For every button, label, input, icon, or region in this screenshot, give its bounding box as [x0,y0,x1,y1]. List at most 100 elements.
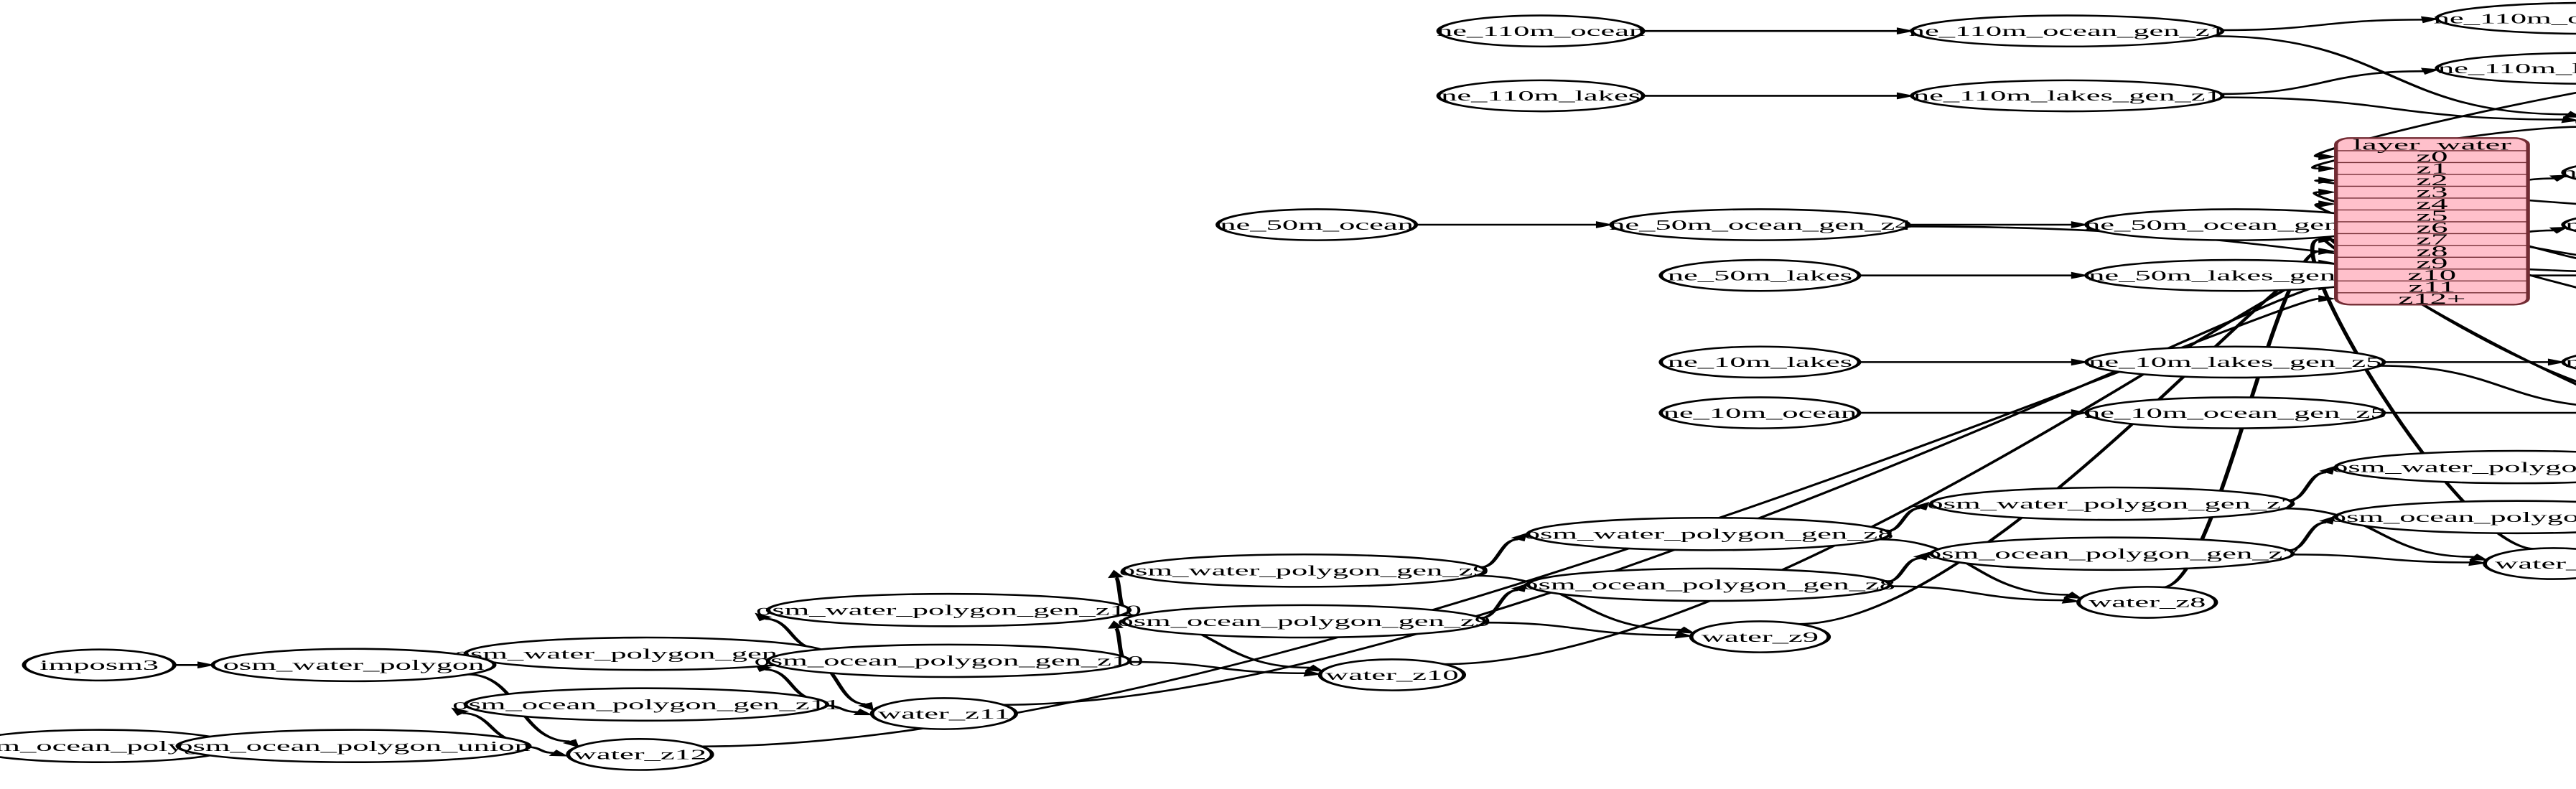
edge-arrowhead [2071,271,2089,279]
table-row-z2[interactable]: z2 [2416,172,2447,189]
node-shape[interactable] [765,643,1132,678]
node-osm_water_polygon_gen_z7[interactable]: osm_water_polygon_gen_z7 [1927,486,2297,521]
node-osm_water_polygon_gen_z6[interactable]: osm_water_polygon_gen_z6 [2332,449,2576,485]
node-ne_110m_ocean[interactable]: ne_110m_ocean [1436,14,1646,48]
node-ne_50m_lakes[interactable]: ne_50m_lakes [1658,258,1862,292]
node-shape[interactable] [2483,547,2576,580]
edge-arrowhead [2063,592,2083,599]
node-shape[interactable] [2076,586,2218,619]
edge-arrowhead [2318,295,2337,302]
node-ne_10m_lakes_gen_z4[interactable]: ne_10m_lakes_gen_z4 [2561,347,2576,378]
table-row-z8[interactable]: z8 [2416,243,2447,260]
node-shape[interactable] [175,729,532,763]
node-shape[interactable] [463,687,830,722]
node-osm_water_polygon_gen_z9[interactable]: osm_water_polygon_gen_z9 [1119,553,1489,588]
node-water_z12[interactable]: water_z12 [566,738,714,771]
node-shape[interactable] [1121,604,1488,639]
table-row-z9[interactable]: z9 [2416,255,2447,271]
node-ne_10m_ocean[interactable]: ne_10m_ocean [1658,396,1862,429]
node-ne_10m_lakes_gen_z5[interactable]: ne_10m_lakes_gen_z5 [2084,345,2386,379]
node-shape[interactable] [765,592,1132,627]
edge-arrowhead [2469,554,2489,561]
node-osm_water_polygon_gen_z11[interactable]: osm_water_polygon_gen_z11 [454,636,839,671]
node-shape[interactable] [1910,14,2225,48]
node-ne_50m_lakes_gen_z2[interactable]: ne_50m_lakes_gen_z2 [2561,209,2576,240]
node-shape[interactable] [1658,396,1862,429]
node-shape[interactable] [869,697,1019,730]
table-row-z12+[interactable]: z12+ [2398,291,2465,307]
edge-arrowhead [1896,92,1915,100]
node-shape[interactable] [1910,79,2225,113]
node-shape[interactable] [1928,486,2295,521]
node-label: ne_110m_lakes [1441,88,1641,104]
table-row-z0[interactable]: z0 [2416,149,2447,165]
node-shape[interactable] [2561,157,2576,188]
node-osm_water_polygon_gen_z10[interactable]: osm_water_polygon_gen_z10 [756,592,1142,627]
edge-arrowhead [2061,597,2081,604]
node-label: ne_10m_lakes_gen_z5 [2089,355,2381,370]
node-water_z9[interactable]: water_z9 [1689,620,1831,653]
node-osm_ocean_polygon_gen_z7[interactable]: osm_ocean_polygon_gen_z7 [1926,536,2299,571]
edge-osm_water_polygon_gen_z7-to-water_z7 [2284,507,2474,558]
node-osm_ocean_polygon_union[interactable]: osm_ocean_polygon_union [175,729,532,763]
node-shape[interactable] [2561,347,2576,378]
node-osm_water_polygon_gen_z8[interactable]: osm_water_polygon_gen_z8 [1524,516,1894,551]
table-row-z3[interactable]: z3 [2416,184,2447,200]
node-shape[interactable] [2561,209,2576,240]
node-shape[interactable] [2084,396,2386,429]
node-shape[interactable] [2333,500,2576,535]
node-imposm3[interactable]: imposm3 [22,648,177,682]
node-shape[interactable] [1436,79,1646,113]
node-osm_ocean_polygon_gen_z10[interactable]: osm_ocean_polygon_gen_z10 [755,643,1144,678]
table-row-z1[interactable]: z1 [2416,160,2447,177]
node-shape[interactable] [1658,345,1862,379]
node-ne_10m_ocean_gen_z5[interactable]: ne_10m_ocean_gen_z5 [2084,396,2386,429]
node-shape[interactable] [1658,258,1862,292]
table-row-z4[interactable]: z4 [2416,196,2447,213]
node-shape[interactable] [22,648,177,682]
node-ne_10m_lakes[interactable]: ne_10m_lakes [1658,345,1862,379]
node-water_z11[interactable]: water_z11 [869,697,1019,730]
node-label: water_z12 [574,747,707,763]
edge-arrowhead [197,661,216,669]
node-water_z8[interactable]: water_z8 [2076,586,2218,619]
node-shape[interactable] [1609,208,1911,241]
node-osm_ocean_polygon[interactable]: osm_ocean_polygon [0,729,238,763]
table-row-z7[interactable]: z7 [2416,231,2447,248]
node-shape[interactable] [1526,516,1892,551]
node-shape[interactable] [1317,658,1467,691]
node-osm_ocean_polygon_gen_z8[interactable]: osm_ocean_polygon_gen_z8 [1522,567,1895,602]
node-ne_110m_ocean_gen_z1[interactable]: ne_110m_ocean_gen_z1 [1909,14,2226,48]
node-osm_ocean_polygon_gen_z6[interactable]: osm_ocean_polygon_gen_z6 [2330,500,2576,535]
node-shape[interactable] [1121,553,1488,588]
node-ne_50m_ocean_gen_z2[interactable]: ne_50m_ocean_gen_z2 [2561,157,2576,188]
node-shape[interactable] [1526,567,1892,602]
table-row-z6[interactable]: z6 [2416,220,2447,236]
node-ne_110m_ocean_gen_z0[interactable]: ne_110m_ocean_gen_z0 [2434,1,2576,35]
node-ne_110m_lakes_gen_z0[interactable]: ne_110m_lakes_gen_z0 [2435,52,2576,85]
table-row-z5[interactable]: z5 [2416,207,2447,224]
node-shape[interactable] [2435,52,2576,85]
node-shape[interactable] [1689,620,1831,653]
node-shape[interactable] [2333,449,2576,485]
node-shape[interactable] [2435,1,2576,35]
node-label: ne_10m_ocean [1663,406,1857,421]
table-row-z11[interactable]: z11 [2409,279,2456,295]
node-ne_50m_ocean_gen_z4[interactable]: ne_50m_ocean_gen_z4 [1609,208,1911,241]
table-row-z10[interactable]: z10 [2408,267,2457,284]
node-shape[interactable] [566,738,714,771]
node-osm_ocean_polygon_gen_z9[interactable]: osm_ocean_polygon_gen_z9 [1117,604,1490,639]
node-water_z10[interactable]: water_z10 [1317,658,1467,691]
node-shape[interactable] [1928,536,2295,571]
node-osm_water_polygon[interactable]: osm_water_polygon [210,648,497,683]
node-water_z7[interactable]: water_z7 [2483,547,2576,580]
node-osm_ocean_polygon_gen_z11[interactable]: osm_ocean_polygon_gen_z11 [452,687,840,722]
node-ne_110m_lakes_gen_z1[interactable]: ne_110m_lakes_gen_z1 [1910,79,2225,113]
node-shape[interactable] [1436,14,1646,48]
node-shape[interactable] [1215,208,1419,241]
edge-water_z0-to-layer_water-z0 [2313,91,2576,158]
node-ne_110m_lakes[interactable]: ne_110m_lakes [1436,79,1646,113]
node-ne_50m_ocean[interactable]: ne_50m_ocean [1215,208,1419,241]
node-shape[interactable] [210,648,497,683]
node-shape[interactable] [2084,345,2386,379]
